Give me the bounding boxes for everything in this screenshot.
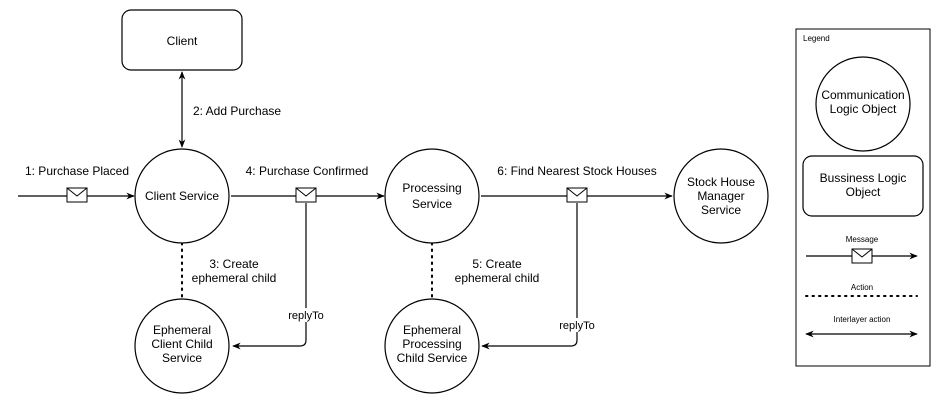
label-create-child-3a: 3: Create	[209, 257, 259, 271]
node-ephemeral-client-child[interactable]	[134, 298, 230, 394]
envelope-icon	[851, 248, 873, 264]
legend-interlayer-label: Interlayer action	[834, 315, 891, 324]
node-eph-client-label-3: Service	[162, 351, 202, 365]
node-eph-proc-label-3: Child Service	[397, 351, 468, 365]
envelope-icon	[295, 187, 317, 203]
label-purchase-placed: 1: Purchase Placed	[25, 164, 129, 178]
legend-message-label: Message	[846, 235, 879, 244]
node-eph-proc-label-2: Processing	[402, 337, 461, 351]
node-stock-house[interactable]	[673, 148, 769, 244]
edge-reply-to-client-child	[232, 203, 307, 350]
label-create-child-3b: ephemeral child	[192, 271, 277, 285]
envelope-icon	[566, 187, 588, 203]
node-client[interactable]	[121, 9, 243, 71]
label-create-child-5a: 5: Create	[472, 257, 522, 271]
legend-comm-label-1: Communication	[821, 88, 904, 102]
legend-action-label: Action	[851, 283, 873, 292]
node-processing-label-2: Service	[412, 197, 452, 211]
legend-comm-label-2: Logic Object	[830, 102, 897, 116]
legend-title: Legend	[803, 34, 830, 43]
node-eph-proc-label-1: Ephemeral	[403, 323, 461, 337]
legend-panel: Legend Communication Logic Object Bussin…	[795, 28, 931, 367]
label-add-purchase: 2: Add Purchase	[193, 104, 281, 118]
envelope-icon	[66, 187, 88, 203]
node-client-service[interactable]	[134, 148, 230, 244]
node-stock-house-label-1: Stock House	[687, 175, 755, 189]
node-stock-house-label-2: Manager	[697, 189, 744, 203]
label-purchase-confirmed: 4: Purchase Confirmed	[246, 164, 369, 178]
node-client-service-label: Client Service	[145, 189, 219, 203]
node-eph-client-label-1: Ephemeral	[153, 323, 211, 337]
label-find-stock: 6: Find Nearest Stock Houses	[497, 164, 656, 178]
edge-reply-to-processing-child	[481, 203, 578, 350]
label-reply-to-2: replyTo	[559, 320, 594, 332]
node-processing-service[interactable]	[384, 148, 480, 244]
node-client-label: Client	[167, 34, 198, 48]
legend-biz-label-1: Bussiness Logic	[820, 171, 907, 185]
node-stock-house-label-3: Service	[701, 203, 741, 217]
node-eph-client-label-2: Client Child	[151, 337, 212, 351]
legend-communication-circle	[815, 56, 911, 152]
label-create-child-5b: ephemeral child	[455, 271, 540, 285]
label-reply-to-1: replyTo	[288, 310, 323, 322]
node-ephemeral-processing-child[interactable]	[384, 298, 480, 394]
legend-business-rect	[802, 155, 924, 217]
node-processing-label-1: Processing	[402, 181, 461, 195]
legend-biz-label-2: Object	[846, 185, 881, 199]
